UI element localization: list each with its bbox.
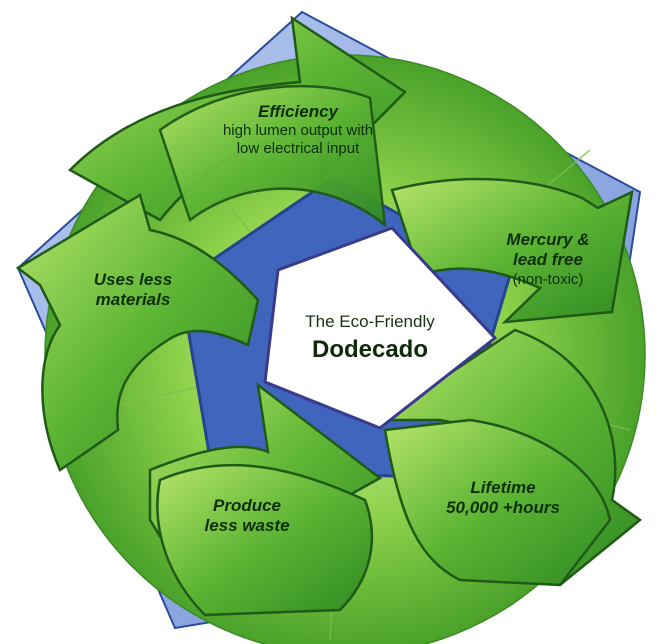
center-label: The Eco-Friendly Dodecado [270,312,470,365]
arrow-mercury [390,177,634,324]
label-mercury: Mercury & lead free (non-toxic) [478,230,618,289]
waste-title-1: Produce [212,496,282,515]
arrow-waste-body [156,463,374,617]
label-lifetime: Lifetime 50,000 +hours [418,478,588,519]
lifetime-title-1: Lifetime [470,478,536,497]
materials-title-2: materials [95,290,171,310]
arrow-lifetime-body [383,418,612,587]
arrow-efficiency-tail [158,84,387,228]
center-pentagon [263,226,498,430]
mercury-sub: (non-toxic) [512,270,584,288]
lifetime-title-2: 50,000 +hours [446,498,560,518]
efficiency-sub-2: low electrical input [236,140,360,158]
efficiency-sub-1: high lumen output with [222,122,374,140]
center-line-1: The Eco-Friendly [305,312,435,331]
arrow-materials [15,193,260,472]
label-waste: Produce less waste [182,496,312,537]
center-line-2: Dodecado [311,336,428,364]
mercury-title-1: Mercury & [506,230,590,249]
materials-title-1: Uses less [93,270,173,289]
mercury-title-2: lead free [513,250,583,270]
efficiency-title: Efficiency [257,102,338,121]
label-materials: Uses less materials [78,270,188,311]
label-efficiency: Efficiency high lumen output with low el… [188,102,408,158]
waste-title-2: less waste [204,516,290,536]
